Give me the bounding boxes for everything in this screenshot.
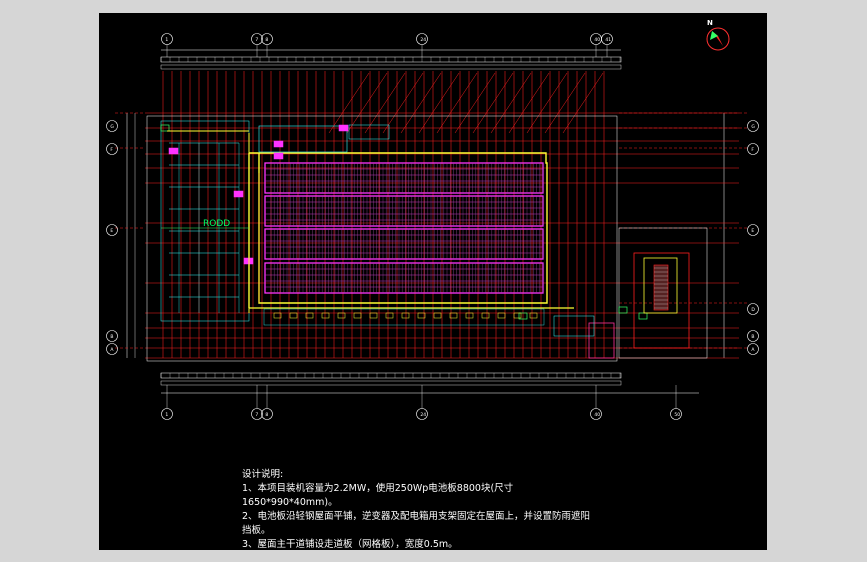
room-label: RODD (203, 219, 230, 229)
distribution-box (160, 124, 170, 132)
roof-slope-line (400, 72, 442, 134)
axis-label-top: 1 (165, 37, 168, 43)
axis-label-right: F (751, 147, 754, 153)
roof-slope-line (454, 72, 496, 134)
roof-slope-line (346, 72, 388, 134)
south-equipment (353, 312, 362, 319)
notes-title: 设计说明: (242, 469, 284, 480)
axis-label-top: 7 (255, 37, 258, 43)
south-equipment (385, 312, 394, 319)
axis-label-top: 24 (420, 37, 426, 43)
annex-stair (653, 264, 669, 311)
distribution-box (618, 306, 628, 314)
axis-label-top: 40 (594, 37, 600, 43)
axis-label-right: A (751, 347, 755, 353)
axis-label-left: A (110, 347, 114, 353)
axis-label-left: B (110, 334, 113, 340)
roof-slope-line (436, 72, 478, 134)
cad-viewport[interactable]: 1 7 8 24 40 41 1 7 8 24 40 50 G F E B A G F E D B A N RODD 设计说… (99, 13, 767, 550)
bottom-dimension-strip-2 (160, 380, 622, 386)
axis-bubble-left (106, 330, 118, 342)
axis-bubble-right (747, 303, 759, 315)
axis-label-left: E (110, 228, 113, 234)
south-equipment (369, 312, 378, 319)
axis-label-top: 41 (605, 37, 611, 43)
axis-label-bottom: 24 (420, 412, 426, 418)
north-equipment-room (258, 125, 348, 153)
inverter-box (273, 140, 284, 148)
note-line-3: 2、电池板沿轻钢屋面平铺，逆变器及配电箱用支架固定在屋面上，并设置防雨遮阳 (242, 511, 591, 522)
distribution-box (638, 312, 648, 320)
south-equipment (433, 312, 442, 319)
top-dimension-strip-2 (160, 64, 622, 70)
roof-slope-line (328, 72, 370, 134)
axis-bubble-left (106, 120, 118, 132)
inverter-box (273, 152, 284, 160)
annex-room (588, 322, 615, 359)
axis-label-right: B (751, 334, 754, 340)
note-line-5: 3、屋面主干道铺设走道板（网格板），宽度0.5m。 (242, 539, 458, 550)
south-equipment (321, 312, 330, 319)
south-equipment (337, 312, 346, 319)
south-equipment (513, 312, 522, 319)
axis-label-left: F (110, 147, 113, 153)
roof-slope-line (490, 72, 532, 134)
axis-label-left: G (110, 124, 114, 130)
axis-bubble-right (747, 143, 759, 155)
south-equipment (401, 312, 410, 319)
axis-label-bottom: 1 (165, 412, 168, 418)
note-line-2: 1650*990*40mm)。 (242, 497, 338, 508)
axis-label-bottom: 40 (594, 412, 600, 418)
axis-label-right: E (751, 228, 754, 234)
south-equipment (529, 312, 538, 319)
roof-slope-line (382, 72, 424, 134)
note-line-1: 1、本项目装机容量为2.2MW，使用250Wp电池板8800块(尺寸 (242, 483, 514, 494)
axis-bubble-right (747, 343, 759, 355)
building-outline (146, 115, 618, 362)
south-equipment (417, 312, 426, 319)
north-room-2 (348, 124, 390, 140)
design-notes: 设计说明: 1、本项目装机容量为2.2MW，使用250Wp电池板8800块(尺寸… (242, 468, 622, 552)
axis-label-bottom: 8 (265, 412, 268, 418)
axis-label-right: G (751, 124, 755, 130)
roof-slope-line (418, 72, 460, 134)
axis-bubble-right (747, 330, 759, 342)
axis-label-bottom: 7 (255, 412, 258, 418)
building-annex-outline (618, 227, 708, 359)
annex-corridor (553, 315, 595, 337)
axis-label-top: 8 (265, 37, 268, 43)
inverter-box (338, 124, 349, 132)
axis-bubble-right (747, 120, 759, 132)
south-equipment (465, 312, 474, 319)
axis-label-bottom: 50 (674, 412, 680, 418)
axis-bubble-right (747, 224, 759, 236)
distribution-box (518, 312, 528, 320)
axis-bubble-left (106, 343, 118, 355)
roof-slope-line (526, 72, 568, 134)
north-arrow-icon: N (706, 19, 730, 51)
axis-bubble-left (106, 224, 118, 236)
roof-pv-layout-drawing: 1 7 8 24 40 41 1 7 8 24 40 50 G F E B A G F E D B A N RODD (99, 13, 767, 550)
inverter-box (168, 147, 179, 155)
inverter-box (233, 190, 244, 198)
axis-label-right: D (751, 307, 755, 313)
south-equipment (305, 312, 314, 319)
roof-slope-line (544, 72, 586, 134)
roof-slope-line (508, 72, 550, 134)
south-equipment (481, 312, 490, 319)
south-equipment (273, 312, 282, 319)
axis-bubble-left (106, 143, 118, 155)
note-line-4: 挡板。 (242, 525, 271, 536)
roof-slope-line (364, 72, 406, 134)
roof-slope-line (562, 72, 604, 134)
annex-inner-outline (633, 252, 690, 349)
south-equipment (289, 312, 298, 319)
roof-slope-line (472, 72, 514, 134)
south-corridor (263, 308, 545, 326)
annex-equipment (643, 257, 678, 314)
south-equipment (497, 312, 506, 319)
south-equipment (449, 312, 458, 319)
north-label: N (707, 19, 713, 27)
